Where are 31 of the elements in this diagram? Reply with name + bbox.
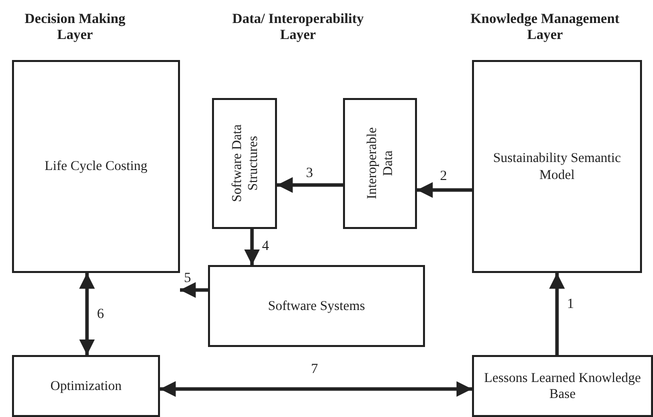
process-box: [343, 98, 417, 229]
layer-heading: Decision Making Layer: [24, 12, 126, 44]
process-box: [472, 60, 642, 273]
arrow: [160, 381, 472, 397]
process-box: [208, 265, 425, 347]
process-box: [12, 60, 180, 273]
edge-label: 6: [97, 308, 104, 322]
process-box: [212, 98, 277, 229]
box-label: Software Systems: [268, 298, 366, 314]
arrow: [277, 177, 343, 193]
layer-heading: Knowledge Management Layer: [470, 12, 620, 44]
edge-label: 3: [306, 167, 313, 181]
edge-label: 7: [311, 363, 318, 377]
arrow: [79, 273, 95, 355]
box-label: Life Cycle Costing: [44, 158, 148, 175]
arrow: [549, 273, 565, 355]
edge-label: 4: [262, 240, 269, 254]
edge-label: 5: [184, 272, 191, 286]
box-label: Software Data Structures: [228, 124, 260, 202]
box-label: Interoperable Data: [364, 126, 396, 202]
box-label: Optimization: [50, 378, 122, 394]
edge-label: 2: [440, 170, 447, 184]
edge-label: 1: [567, 298, 574, 312]
arrow: [180, 282, 208, 298]
layer-heading: Data/ Interoperability Layer: [231, 12, 365, 44]
box-label: Sustainability Semantic Model: [492, 150, 622, 183]
arrow: [417, 182, 472, 198]
process-box: [12, 355, 160, 417]
box-label: Lessons Learned Knowledge Base: [483, 370, 642, 402]
process-box: [472, 355, 653, 417]
arrow: [244, 229, 260, 265]
